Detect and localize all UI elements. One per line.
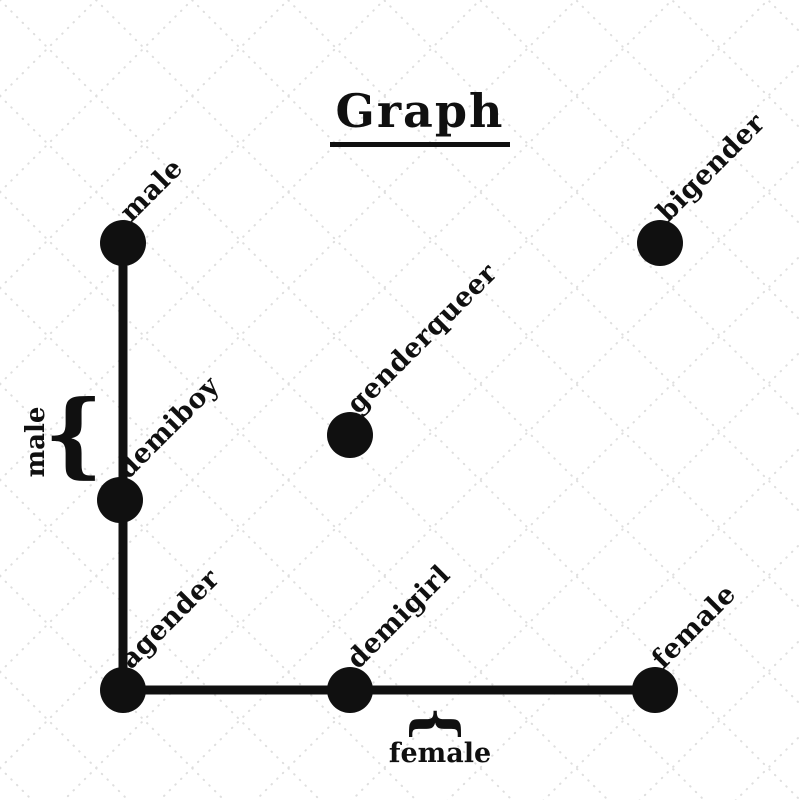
left-brace-label: male	[21, 406, 51, 478]
title-wrap: Graph	[20, 84, 800, 147]
node-demiboy-dot	[97, 477, 143, 523]
node-bigender-dot	[637, 220, 683, 266]
left-brace-icon: {	[44, 380, 104, 488]
node-demigirl-dot	[327, 667, 373, 713]
bottom-brace-label: female	[388, 738, 492, 769]
node-genderqueer-dot	[327, 412, 373, 458]
bottom-brace-icon: {	[404, 706, 470, 743]
node-female-dot	[632, 667, 678, 713]
node-male-dot	[100, 220, 146, 266]
node-agender-dot	[100, 667, 146, 713]
page-title: Graph	[329, 84, 511, 147]
